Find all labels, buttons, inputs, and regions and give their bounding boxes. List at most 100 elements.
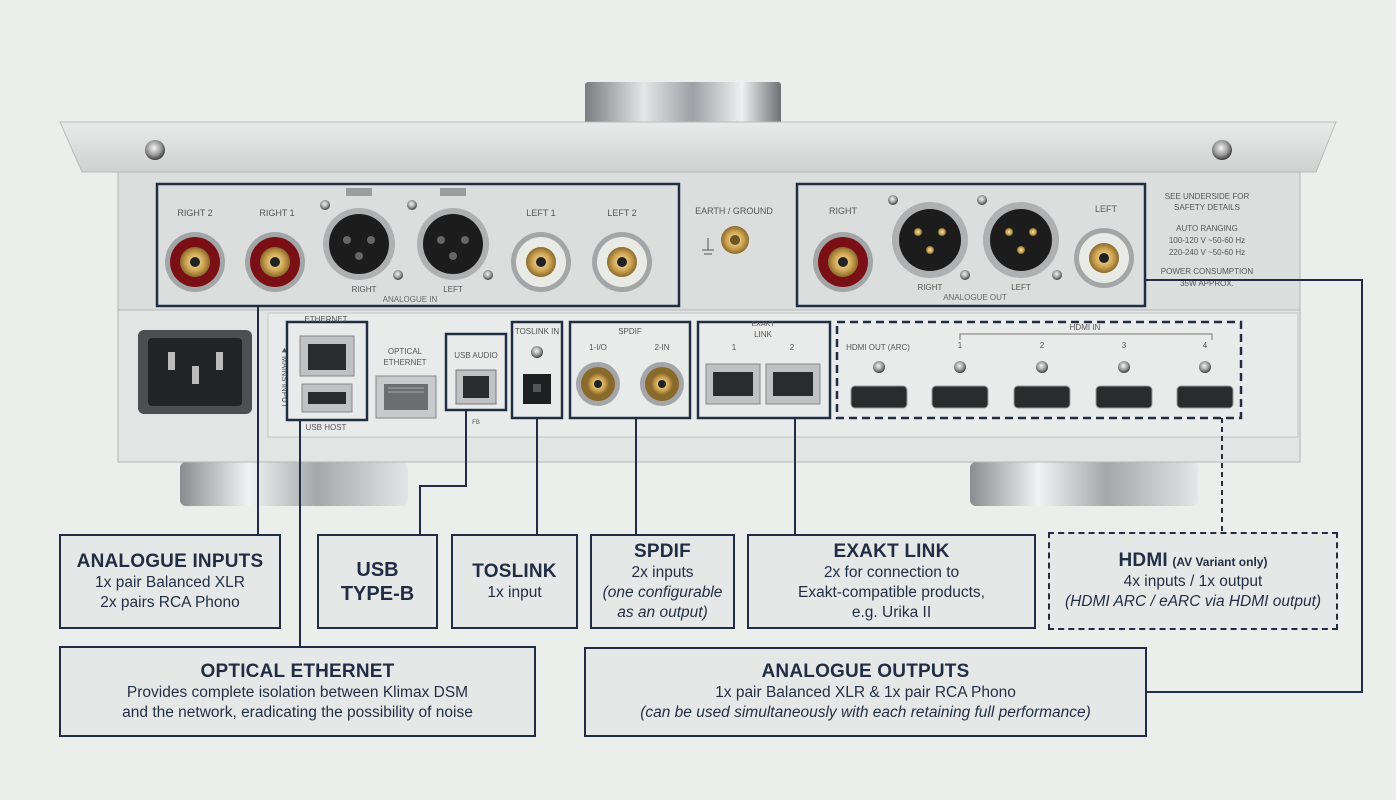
svg-text:AUTO RANGING: AUTO RANGING (1176, 224, 1238, 233)
label-hdmi-3: 3 (1122, 341, 1127, 350)
xlr-in-left-socket (417, 208, 489, 280)
callout-usb-type-b: USB TYPE-B (317, 534, 438, 629)
label-hdmi-out: HDMI OUT (ARC) (846, 343, 910, 352)
usb-b-port (455, 369, 497, 405)
label-hdmi-1: 1 (958, 341, 963, 350)
hdmi-in-1-port (931, 385, 989, 409)
rca-left2-socket (592, 232, 652, 292)
ground-symbol-icon (702, 238, 714, 255)
callout-title: OPTICAL ETHERNET (200, 660, 395, 682)
leader-lines (257, 279, 1363, 693)
callout-title: HDMI (1118, 550, 1168, 571)
svg-text:SAFETY DETAILS: SAFETY DETAILS (1174, 203, 1240, 212)
label-xlr-left: LEFT (443, 285, 463, 294)
callout-italic: (can be used simultaneously with each re… (640, 704, 1091, 721)
callout-title-row: HDMI (AV Variant only) (1119, 550, 1268, 572)
label-xlr-right: RIGHT (352, 285, 377, 294)
callout-title: USB (356, 558, 399, 581)
label-out-xlr-left: LEFT (1011, 283, 1031, 292)
callout-optical-ethernet: OPTICAL ETHERNET Provides complete isola… (59, 646, 536, 737)
callout-title: TOSLINK (472, 560, 557, 582)
exakt-highlight (696, 320, 832, 420)
callout-line: 1x pair Balanced XLR & 1x pair RCA Phono (715, 684, 1016, 701)
volume-knob (585, 82, 781, 130)
label-hdmi-2: 2 (1040, 341, 1045, 350)
usb-host-port (301, 383, 353, 413)
xlr-in-right-socket (323, 208, 395, 280)
label-left2: LEFT 2 (607, 208, 636, 218)
callout-toslink: TOSLINK 1x input (451, 534, 578, 629)
callout-line: 2x for connection to (823, 563, 960, 581)
callout-title: ANALOGUE OUTPUTS (761, 661, 970, 682)
callout-hdmi: HDMI (AV Variant only) 4x inputs / 1x ou… (1048, 532, 1338, 630)
callout-italic: (HDMI ARC / eARC via HDMI output) (1064, 593, 1322, 610)
svg-text:SEE UNDERSIDE FOR: SEE UNDERSIDE FOR (1165, 192, 1250, 201)
label-exakt-2: LINK (754, 330, 772, 339)
label-spdif-1: 1-I/O (589, 343, 607, 352)
ethernet-highlight (285, 320, 369, 422)
label-fb: FB (472, 420, 480, 426)
usb-audio-highlight (444, 332, 508, 412)
label-spdif-2: 2-IN (654, 343, 669, 352)
rca-out-right-socket (813, 232, 873, 292)
label-optical-ethernet-1: OPTICAL (388, 347, 423, 356)
label-analogue-in: ANALOGUE IN (383, 295, 438, 304)
svg-text:POWER CONSUMPTION: POWER CONSUMPTION (1161, 267, 1254, 276)
label-hdmi-in: HDMI IN (1070, 323, 1101, 332)
mains-input-socket (138, 330, 252, 414)
callout-line: 1x input (487, 583, 542, 601)
label-toslink-in: TOSLINK IN (515, 327, 560, 336)
label-earth-ground: EARTH / GROUND (695, 206, 773, 216)
spdif-1-socket (576, 362, 620, 406)
top-lid (59, 121, 1337, 173)
label-hdmi-4: 4 (1203, 341, 1208, 350)
callout-title: TYPE-B (340, 582, 415, 605)
label-right2: RIGHT 2 (177, 208, 212, 218)
svg-text:35W APPROX.: 35W APPROX. (1180, 279, 1234, 288)
callout-line: Provides complete isolation between Klim… (126, 683, 469, 701)
callout-analogue-inputs: ANALOGUE INPUTS 1x pair Balanced XLR 2x … (59, 534, 281, 629)
right-foot (970, 462, 1198, 506)
rca-out-left-socket (1074, 228, 1134, 288)
rca-left1-socket (511, 232, 571, 292)
callout-line: 4x inputs / 1x output (1123, 573, 1263, 590)
label-left1: LEFT 1 (526, 208, 555, 218)
svg-text:220-240 V ~50-60 Hz: 220-240 V ~50-60 Hz (1169, 248, 1245, 257)
callout-note: (AV Variant only) (1172, 555, 1268, 569)
screw-icon (1212, 140, 1232, 160)
left-foot (180, 462, 408, 506)
toslink-port (523, 374, 551, 404)
hdmi-highlight (835, 320, 1243, 420)
ethernet-port (299, 335, 355, 377)
label-out-xlr-right: RIGHT (918, 283, 943, 292)
callout-line: and the network, eradicating the possibi… (122, 703, 473, 721)
exakt-port-1 (705, 363, 761, 405)
callout-spdif: SPDIF 2x inputs (one configurable as an … (590, 534, 735, 629)
callout-title: EXAKT LINK (833, 540, 950, 562)
label-usb-audio: USB AUDIO (454, 351, 498, 360)
callout-title: SPDIF (634, 540, 691, 562)
rca-right2-socket (165, 232, 225, 292)
label-usb-host: USB HOST (306, 423, 347, 432)
spdif-highlight (568, 320, 692, 420)
label-analogue-out: ANALOGUE OUT (943, 293, 1007, 302)
svg-text:100-120 V ~50-60 Hz: 100-120 V ~50-60 Hz (1169, 236, 1245, 245)
screw-icon (145, 140, 165, 160)
safety-info: SEE UNDERSIDE FOR SAFETY DETAILS AUTO RA… (1161, 192, 1254, 288)
hdmi-in-3-port (1095, 385, 1153, 409)
hdmi-in-2-port (1013, 385, 1071, 409)
xlr-out-left-socket (983, 202, 1059, 278)
analogue-out-highlight (795, 182, 1147, 308)
callout-italic: (one configurable (602, 583, 723, 601)
label-exakt-p1: 1 (732, 343, 737, 352)
callout-analogue-outputs: ANALOGUE OUTPUTS 1x pair Balanced XLR & … (584, 647, 1147, 737)
callout-exakt-link: EXAKT LINK 2x for connection to Exakt-co… (747, 534, 1036, 629)
label-optical-ethernet-2: ETHERNET (383, 358, 426, 367)
earth-terminal (721, 226, 749, 254)
rca-right1-socket (245, 232, 305, 292)
label-spdif: SPDIF (618, 327, 642, 336)
callout-line: e.g. Urika II (851, 603, 932, 621)
hdmi-out-port (850, 385, 908, 409)
spdif-2-socket (640, 362, 684, 406)
